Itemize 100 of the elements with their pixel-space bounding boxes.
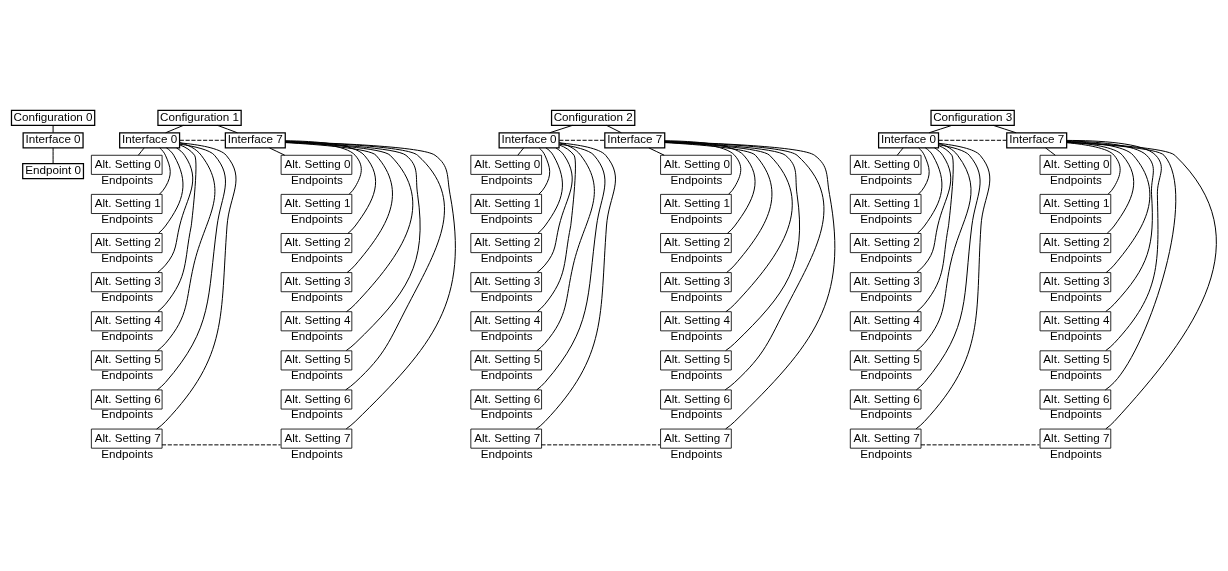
node-label: Endpoints: [480, 407, 533, 421]
connector: [928, 124, 953, 134]
node-box: Alt. Setting 7: [90, 428, 163, 449]
node-box: Alt. Setting 2: [849, 233, 922, 254]
node-label: Endpoints: [291, 211, 343, 225]
node-box: Configuration 3: [930, 109, 1015, 126]
node-box: Alt. Setting 7: [1039, 428, 1112, 449]
node-box: Alt. Setting 6: [470, 389, 542, 410]
node-box: Alt. Setting 2: [280, 233, 353, 254]
node-label: Endpoints: [101, 172, 154, 186]
connector: [537, 147, 563, 234]
connector: [664, 141, 836, 430]
node-box: Alt. Setting 7: [849, 428, 922, 449]
connector: [137, 147, 145, 156]
connector: [540, 444, 661, 446]
connector: [1066, 139, 1162, 352]
node-box: Alt. Setting 4: [470, 311, 542, 332]
connector: [992, 124, 1017, 134]
node-box: Alt. Setting 0: [90, 154, 163, 175]
node-label: Endpoints: [101, 211, 154, 225]
node-box: Alt. Setting 7: [470, 428, 542, 449]
node-box: Alt. Setting 3: [849, 272, 922, 293]
node-box: Alt. Setting 3: [660, 272, 732, 293]
node-box: Alt. Setting 5: [1039, 350, 1112, 371]
connector: [1066, 141, 1217, 430]
node-label: Endpoints: [1050, 329, 1102, 343]
node-box: Alt. Setting 1: [849, 193, 922, 214]
node-box: Alt. Setting 7: [280, 428, 353, 449]
node-box: Alt. Setting 1: [280, 193, 353, 214]
connector: [1066, 141, 1135, 234]
node-box: Alt. Setting 2: [470, 233, 542, 254]
node-label: Endpoints: [291, 172, 343, 186]
node-box: Alt. Setting 2: [1039, 233, 1112, 254]
node-label: Endpoints: [860, 368, 913, 382]
node-box: Alt. Setting 1: [660, 193, 732, 214]
node-box: Alt. Setting 5: [470, 350, 542, 371]
node-label: Endpoints: [1050, 290, 1102, 304]
connector: [158, 147, 184, 234]
node-box: Alt. Setting 0: [470, 154, 542, 175]
connector: [648, 147, 665, 156]
node-label: Endpoints: [1050, 211, 1102, 225]
connector: [536, 143, 606, 391]
connector: [536, 144, 576, 312]
connector: [268, 147, 286, 156]
node-box: Alt. Setting 0: [1039, 154, 1112, 175]
node-box: Alt. Setting 0: [849, 154, 922, 175]
node-box: Configuration 0: [10, 109, 96, 126]
node-label: Endpoints: [101, 290, 154, 304]
node-box: Alt. Setting 6: [1039, 389, 1112, 410]
connector: [938, 139, 1007, 141]
connector: [161, 444, 282, 446]
connector: [664, 140, 756, 234]
connector: [285, 141, 421, 352]
node-box: Alt. Setting 5: [280, 350, 353, 371]
node-label: Endpoints: [291, 329, 343, 343]
connector: [52, 147, 54, 165]
node-label: Endpoints: [101, 407, 154, 421]
node-box: Alt. Setting 1: [470, 193, 542, 214]
connector: [165, 124, 184, 134]
node-label: Endpoints: [860, 407, 913, 421]
connector: [915, 144, 981, 391]
node-box: Alt. Setting 5: [90, 350, 163, 371]
connector: [915, 142, 991, 430]
connector: [664, 141, 825, 391]
connector: [517, 147, 525, 156]
connector: [896, 147, 904, 156]
node-box: Alt. Setting 3: [470, 272, 542, 293]
node-label: Endpoints: [670, 407, 723, 421]
node-box: Alt. Setting 4: [1039, 311, 1112, 332]
node-box: Alt. Setting 4: [90, 311, 163, 332]
connector: [1045, 147, 1056, 156]
node-box: Alt. Setting 5: [849, 350, 922, 371]
connector: [159, 147, 171, 195]
connector: [156, 147, 194, 274]
node-box: Alt. Setting 6: [660, 389, 732, 410]
connector: [916, 145, 954, 312]
node-box: Configuration 1: [157, 109, 242, 126]
node-box: Alt. Setting 4: [849, 311, 922, 332]
node-label: Endpoints: [670, 329, 723, 343]
node-label: Endpoints: [670, 172, 723, 186]
node-box: Alt. Setting 3: [90, 272, 163, 293]
node-box: Alt. Setting 2: [660, 233, 732, 254]
connector: [156, 142, 216, 352]
node-box: Alt. Setting 6: [849, 389, 922, 410]
connector: [284, 141, 445, 391]
connector: [1066, 141, 1177, 391]
connector: [179, 139, 226, 141]
node-label: Endpoints: [860, 211, 913, 225]
node-label: Endpoints: [860, 446, 913, 460]
node-box: Alt. Setting 1: [1039, 193, 1112, 214]
node-box: Configuration 2: [550, 109, 636, 126]
connector: [920, 444, 1040, 446]
connector: [156, 143, 226, 391]
connector: [664, 141, 793, 313]
node-label: Endpoints: [101, 368, 154, 382]
node-label: Endpoints: [860, 172, 913, 186]
node-label: Endpoints: [860, 329, 913, 343]
connector: [156, 142, 237, 430]
connector: [917, 147, 943, 234]
connector: [284, 140, 377, 234]
